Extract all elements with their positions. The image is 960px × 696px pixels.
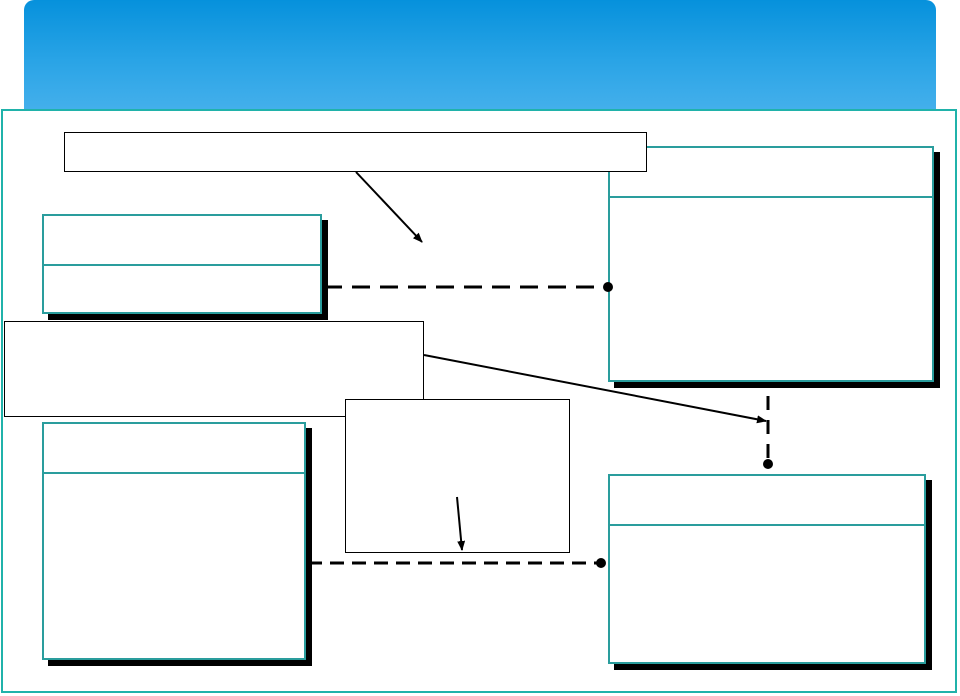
- relationship-end-dot: [763, 459, 773, 469]
- entity-name: [44, 424, 304, 474]
- entity-name: [44, 216, 320, 266]
- entity-bottom-right: [608, 474, 926, 664]
- entity-bottom-left: [42, 422, 306, 660]
- relationship-end-dot: [596, 558, 606, 568]
- relationship-end-dot: [603, 282, 613, 292]
- callout-center: [345, 399, 570, 553]
- entity-top-left: [42, 214, 322, 314]
- entity-top-right: [608, 146, 934, 382]
- entity-name: [610, 476, 924, 526]
- callout-top: [64, 132, 647, 172]
- pointer-arrow-center: [456, 496, 466, 551]
- header-banner: [24, 0, 936, 112]
- pointer-arrow-middle: [423, 354, 767, 424]
- entity-name: [610, 148, 932, 198]
- pointer-arrow-top: [355, 171, 423, 243]
